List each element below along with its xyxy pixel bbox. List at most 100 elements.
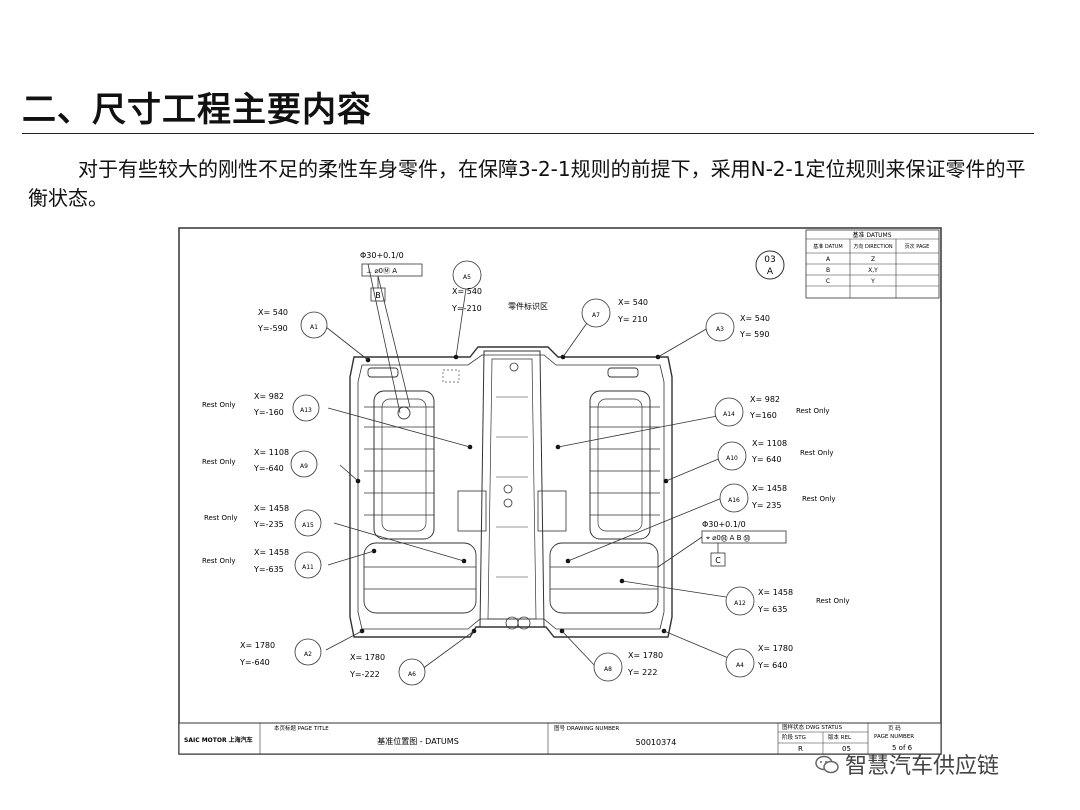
svg-text:A6: A6 <box>408 671 416 678</box>
svg-text:A11: A11 <box>302 564 314 571</box>
callout-a12: A12 X= 1458 Y= 635 Rest Only <box>725 586 850 616</box>
svg-text:A16: A16 <box>728 497 740 504</box>
svg-text:X= 982: X= 982 <box>750 395 780 404</box>
svg-text:Y= 210: Y= 210 <box>617 315 647 324</box>
svg-text:B: B <box>375 291 381 300</box>
drawing-number: 50010374 <box>636 738 677 747</box>
callout-a10: A10 X= 1108 Y= 640 Rest Only <box>717 439 834 471</box>
svg-text:X= 1780: X= 1780 <box>628 651 663 660</box>
svg-text:X= 1780: X= 1780 <box>240 641 275 650</box>
svg-text:A8: A8 <box>604 666 612 673</box>
svg-text:A9: A9 <box>300 463 308 470</box>
svg-text:A4: A4 <box>736 662 744 669</box>
tolerance-callout-top: Φ30+0.1/0 ⊥ ⌀0Ⓜ A B <box>360 251 423 302</box>
slide-title: 二、尺寸工程主要内容 <box>22 90 372 130</box>
callout-a16: A16 X= 1458 Y= 235 Rest Only <box>719 483 836 513</box>
callout-a14: A14 X= 982 Y=160 Rest Only <box>714 395 830 427</box>
svg-text:Y=-590: Y=-590 <box>257 324 288 333</box>
svg-text:A7: A7 <box>592 312 600 319</box>
svg-text:A: A <box>767 267 774 277</box>
svg-text:C: C <box>715 556 721 565</box>
company-logo: SAIC MOTOR 上海汽车 <box>184 736 253 744</box>
svg-text:Rest Only: Rest Only <box>796 407 830 415</box>
datum-table-title: 基准 DATUMS <box>852 231 891 239</box>
svg-text:R: R <box>798 745 803 753</box>
svg-text:Y=-210: Y=-210 <box>451 304 482 313</box>
svg-text:页 码: 页 码 <box>888 724 901 732</box>
callout-a2: X= 1780 Y=-640 A2 <box>239 638 322 667</box>
leader-lines <box>325 263 739 673</box>
svg-text:图样状态 DWG STATUS: 图样状态 DWG STATUS <box>782 723 843 731</box>
svg-text:版本 REL: 版本 REL <box>828 733 852 741</box>
floor-panel-outline <box>349 346 673 638</box>
svg-text:Y=-640: Y=-640 <box>239 658 270 667</box>
part-label-zone: 零件标识区 <box>508 301 548 311</box>
svg-text:Y= 590: Y= 590 <box>739 330 769 339</box>
datum-table-cell: Y <box>870 278 875 285</box>
svg-text:Y= 640: Y= 640 <box>751 455 781 464</box>
svg-text:Rest Only: Rest Only <box>800 449 834 457</box>
svg-text:Y=-635: Y=-635 <box>253 565 284 574</box>
datum-table-header: 方向 DIRECTION <box>853 243 893 250</box>
sheet-tag: 03 A <box>755 250 785 280</box>
svg-text:A3: A3 <box>716 326 724 333</box>
callout-a1: X= 540 Y=-590 A1 <box>257 308 328 339</box>
datum-table-cell: B <box>826 267 830 274</box>
svg-text:PAGE NUMBER: PAGE NUMBER <box>874 734 914 740</box>
svg-text:A12: A12 <box>734 600 746 607</box>
title-block: SAIC MOTOR 上海汽车 本页标题 PAGE TITLE 基准位置图 - … <box>178 722 942 755</box>
svg-text:5 of 6: 5 of 6 <box>892 744 913 752</box>
callout-a11: Rest Only X= 1458 Y=-635 A11 <box>202 548 322 579</box>
svg-text:Rest Only: Rest Only <box>204 514 238 522</box>
svg-text:Rest Only: Rest Only <box>802 495 836 503</box>
svg-text:X= 540: X= 540 <box>452 287 482 296</box>
callout-a13: Rest Only X= 982 Y=-160 A13 <box>202 392 320 422</box>
svg-text:A15: A15 <box>302 522 314 529</box>
svg-text:Y=-160: Y=-160 <box>253 408 284 417</box>
svg-text:Y= 235: Y= 235 <box>751 501 781 510</box>
svg-text:03: 03 <box>764 255 775 265</box>
svg-text:X= 1108: X= 1108 <box>254 448 289 457</box>
svg-text:阶段 STG: 阶段 STG <box>782 733 806 741</box>
svg-text:Φ30+0.1/0: Φ30+0.1/0 <box>360 251 404 260</box>
svg-text:A1: A1 <box>310 324 318 331</box>
datum-table-cell: A <box>826 256 831 263</box>
svg-text:A13: A13 <box>300 407 312 414</box>
svg-text:Y= 640: Y= 640 <box>757 661 787 670</box>
datum-drawing: 基准 DATUMS 基准 DATUM 方向 DIRECTION 页次 PAGE … <box>178 227 942 755</box>
svg-text:X= 1458: X= 1458 <box>758 588 793 597</box>
datum-table-header: 基准 DATUM <box>813 243 842 250</box>
paragraph-text: 对于有些较大的刚性不足的柔性车身零件，在保障3-2-1规则的前提下，采用N-2-… <box>28 157 1026 210</box>
title-divider <box>22 133 1034 134</box>
svg-text:X= 1458: X= 1458 <box>254 548 289 557</box>
callout-a7: A7 X= 540 Y= 210 <box>581 298 648 328</box>
callout-a3: A3 X= 540 Y= 590 <box>705 312 770 342</box>
svg-text:Y=-640: Y=-640 <box>253 464 284 473</box>
svg-text:Y= 222: Y= 222 <box>627 668 657 677</box>
svg-text:05: 05 <box>842 745 851 753</box>
svg-text:X= 1108: X= 1108 <box>752 439 787 448</box>
svg-text:X= 982: X= 982 <box>254 392 284 401</box>
svg-text:A2: A2 <box>304 651 312 658</box>
svg-text:X= 1780: X= 1780 <box>350 653 385 662</box>
svg-text:A14: A14 <box>723 411 735 418</box>
callout-a9: Rest Only X= 1108 Y=-640 A9 <box>202 448 318 478</box>
footer-brand: 智慧汽车供应链 <box>815 748 999 780</box>
datum-table-cell: C <box>826 278 830 285</box>
svg-text:⊥ ⌀0Ⓜ A: ⊥ ⌀0Ⓜ A <box>366 267 397 275</box>
svg-text:X= 1458: X= 1458 <box>752 484 787 493</box>
callout-a15: Rest Only X= 1458 Y=-235 A15 <box>204 504 322 537</box>
footer-brand-text: 智慧汽车供应链 <box>845 754 1000 779</box>
svg-text:X= 540: X= 540 <box>618 298 648 307</box>
svg-text:Y=160: Y=160 <box>749 411 777 420</box>
svg-text:Y=-235: Y=-235 <box>253 520 284 529</box>
svg-text:X= 540: X= 540 <box>740 314 770 323</box>
svg-text:Rest Only: Rest Only <box>202 557 236 565</box>
svg-text:X= 540: X= 540 <box>258 308 288 317</box>
svg-text:X= 1780: X= 1780 <box>758 644 793 653</box>
callout-a5: A5 X= 540 Y=-210 <box>451 260 482 313</box>
datum-table: 基准 DATUMS 基准 DATUM 方向 DIRECTION 页次 PAGE … <box>805 229 940 299</box>
svg-text:Rest Only: Rest Only <box>202 401 236 409</box>
body-paragraph: 对于有些较大的刚性不足的柔性车身零件，在保障3-2-1规则的前提下，采用N-2-… <box>28 155 1038 213</box>
datum-table-cell: Z <box>871 256 875 263</box>
